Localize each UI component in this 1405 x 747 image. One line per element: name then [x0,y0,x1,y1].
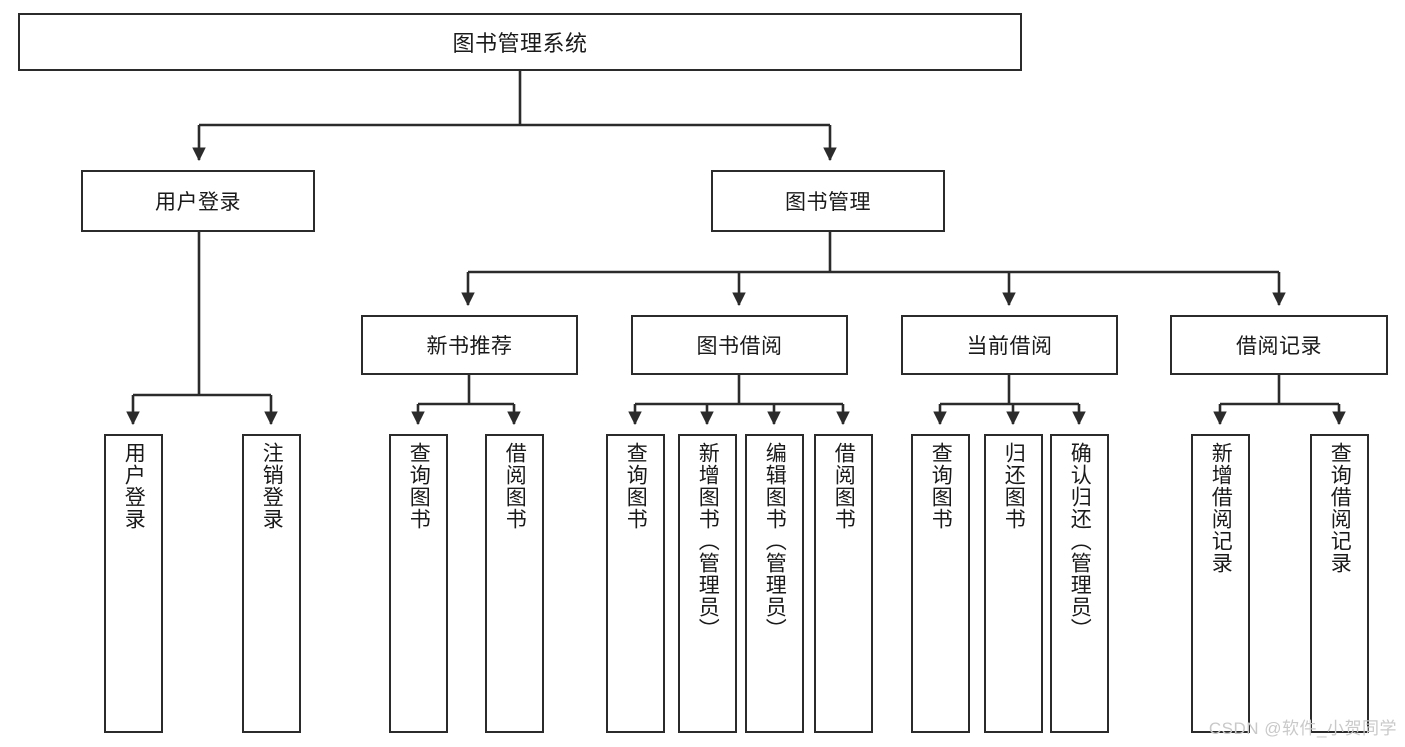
node-leaf-query-book-3[interactable]: 查询图书 [911,434,970,733]
watermark: CSDN @软件_小贺同学 [1208,719,1397,738]
node-leaf-query-record[interactable]: 查询借阅记录 [1310,434,1369,733]
node-leaf-user-logout[interactable]: 注销登录 [242,434,301,733]
node-label: 用户登录 [155,191,241,214]
node-label: 当前借阅 [966,335,1053,358]
node-label: 查询图书 [929,442,953,530]
node-leaf-add-record[interactable]: 新增借阅记录 [1191,434,1250,733]
node-label: 注销登录 [260,442,284,530]
node-label: 确认归还（管理员） [1068,442,1092,640]
node-current-borrow[interactable]: 当前借阅 [901,315,1118,375]
node-label: 借阅图书 [503,442,527,530]
node-label: 图书管理 [785,191,871,214]
node-label: 新增借阅记录 [1209,442,1233,574]
node-label: 查询借阅记录 [1328,442,1352,574]
node-label: 借阅图书 [832,442,856,530]
node-leaf-return-book[interactable]: 归还图书 [984,434,1043,733]
node-label: 查询图书 [624,442,648,530]
node-leaf-query-book-2[interactable]: 查询图书 [606,434,665,733]
node-book-manage[interactable]: 图书管理 [711,170,945,232]
node-leaf-add-book[interactable]: 新增图书（管理员） [678,434,737,733]
node-user-login[interactable]: 用户登录 [81,170,315,232]
node-label: 编辑图书（管理员） [763,442,787,640]
node-leaf-query-book-1[interactable]: 查询图书 [389,434,448,733]
node-label: 新书推荐 [426,335,513,358]
node-label: 新增图书（管理员） [696,442,720,640]
node-book-borrow[interactable]: 图书借阅 [631,315,848,375]
node-label: 归还图书 [1002,442,1026,530]
node-leaf-borrow-book-1[interactable]: 借阅图书 [485,434,544,733]
node-label: 图书管理系统 [452,31,588,56]
node-borrow-record[interactable]: 借阅记录 [1170,315,1388,375]
node-leaf-borrow-book-2[interactable]: 借阅图书 [814,434,873,733]
node-root-system[interactable]: 图书管理系统 [18,13,1022,71]
node-leaf-edit-book[interactable]: 编辑图书（管理员） [745,434,804,733]
node-new-book-recommend[interactable]: 新书推荐 [361,315,578,375]
node-label: 借阅记录 [1236,335,1322,358]
node-label: 图书借阅 [696,335,783,358]
node-label: 用户登录 [122,442,146,530]
node-label: 查询图书 [407,442,431,530]
node-leaf-confirm-return[interactable]: 确认归还（管理员） [1050,434,1109,733]
node-leaf-user-login[interactable]: 用户登录 [104,434,163,733]
